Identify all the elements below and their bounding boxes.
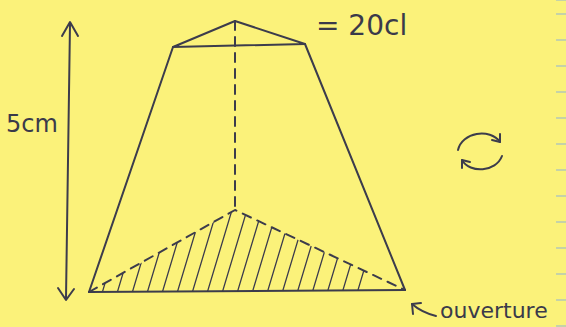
ruled-lines	[556, 0, 566, 326]
volume-label: = 20cl	[316, 12, 407, 40]
dimension-label: 5cm	[6, 112, 58, 136]
arrow-head	[62, 22, 78, 36]
base-hatching	[100, 200, 385, 300]
height-arrow	[66, 24, 70, 298]
side-edge	[89, 47, 173, 292]
arrow-head	[412, 303, 421, 314]
hidden-edge	[234, 21, 236, 210]
rotation-symbol	[458, 134, 502, 170]
top-face	[173, 21, 305, 47]
base-edge	[89, 290, 405, 292]
side-edge	[305, 44, 405, 290]
pointer-arrow	[412, 304, 436, 316]
opening-label: ouverture	[440, 300, 548, 322]
arrow-head	[58, 288, 74, 300]
